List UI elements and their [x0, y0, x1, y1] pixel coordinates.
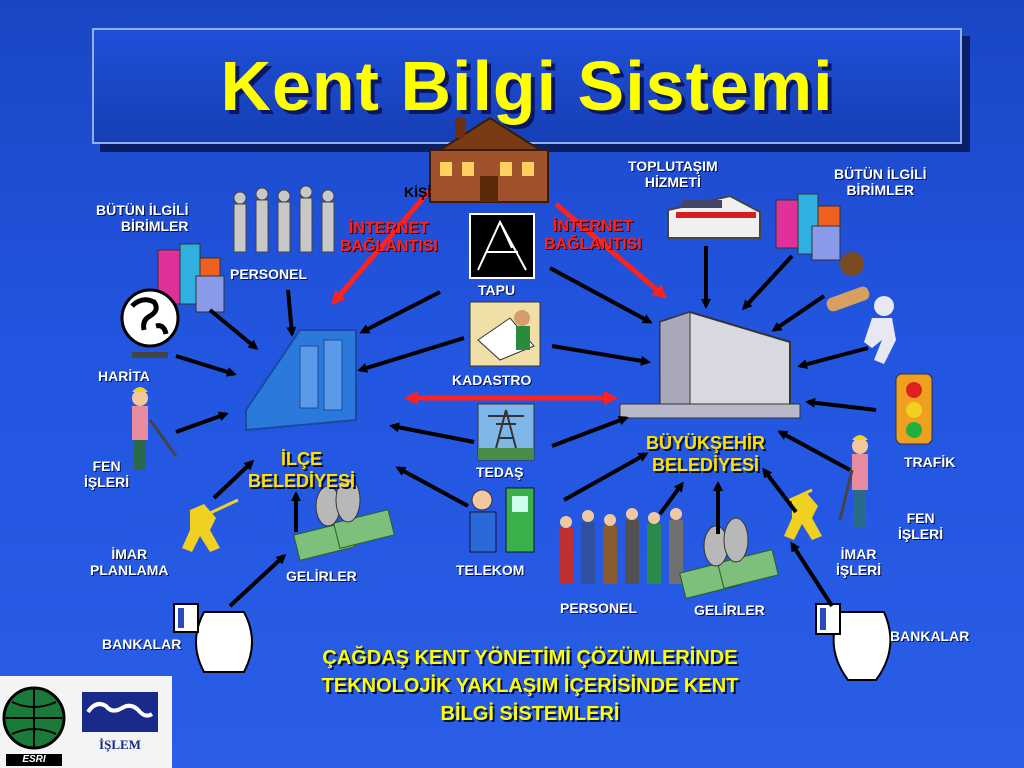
bottom-statement-line1: ÇAĞDAŞ KENT YÖNETİMİ ÇÖZÜMLERİNDE: [322, 647, 738, 669]
label-buyuksehir-belediyesi: BÜYÜKŞEHİR BELEDİYESİ: [646, 432, 765, 476]
personel-group-left-icon: [233, 185, 335, 253]
tapu-icon: [469, 213, 535, 279]
label-internet-left-line1: İNTERNET: [348, 220, 429, 237]
bottom-statement-line2: TEKNOLOJİK YAKLAŞIM İÇERİSİNDE KENT: [321, 675, 739, 697]
tedas-icon: [477, 403, 535, 461]
label-buyuksehir-line2: BELEDİYESİ: [651, 455, 760, 475]
label-butun-birimler-right: BÜTÜN İLGİLİ BİRİMLER: [834, 166, 927, 198]
label-imar-planlama: İMAR PLANLAMA: [90, 546, 169, 578]
gelirler-money-right-icon: [679, 517, 779, 599]
label-tedas: TEDAŞ: [476, 464, 524, 480]
esri-globe-icon: [2, 686, 66, 750]
label-butun-left-line1: BÜTÜN İLGİLİ: [96, 202, 189, 218]
money-bag-left-icon: [173, 603, 253, 673]
worker-right-icon: [838, 435, 868, 528]
label-toplutasim-line1: TOPLUTAŞIM: [628, 158, 718, 174]
label-imar-right-line2: İŞLERİ: [836, 562, 882, 578]
label-fen-isleri-left: FEN İŞLERİ: [84, 458, 129, 490]
label-fen-left-line1: FEN: [92, 458, 121, 474]
arrows-to-ilce: [175, 289, 475, 608]
traffic-light-icon: [895, 373, 933, 445]
label-imar-left-line1: İMAR: [111, 546, 148, 562]
label-fen-isleri-right: FEN İŞLERİ: [898, 510, 943, 542]
label-harita: HARİTA: [98, 368, 150, 384]
logo-panel: [0, 676, 172, 768]
label-fen-left-line2: İŞLERİ: [84, 474, 130, 490]
birimler-buildings-right-icon: [775, 193, 841, 261]
label-kisi: KİŞİ: [404, 184, 432, 200]
imar-surveyor-right-icon: [784, 488, 822, 540]
label-gelirler-left: GELİRLER: [286, 568, 357, 584]
gelirler-money-left-icon: [293, 477, 395, 561]
title-box: Kent Bilgi Sistemi: [92, 28, 962, 144]
label-butun-right-line2: BİRİMLER: [846, 182, 915, 198]
buyuksehir-building-icon: [619, 310, 801, 419]
bottom-statement-line3: BİLGİ SİSTEMLERİ: [440, 703, 620, 725]
label-internet-left-line2: BAĞLANTISI: [340, 238, 438, 255]
birimler-buildings-left-icon: [157, 243, 225, 313]
label-bankalar-left: BANKALAR: [102, 636, 182, 652]
label-personel-left: PERSONEL: [230, 266, 308, 282]
page-title: Kent Bilgi Sistemi: [220, 47, 834, 125]
label-buyuksehir-line1: BÜYÜKŞEHİR: [646, 433, 766, 453]
label-internet-left: İNTERNET BAĞLANTISI: [340, 220, 438, 256]
label-ilce-belediyesi: İLÇE BELEDİYESİ: [248, 448, 355, 492]
label-ilce-line1: İLÇE: [281, 449, 323, 469]
label-toplutasim-line2: HİZMETİ: [644, 174, 701, 190]
train-icon: [667, 194, 761, 239]
arrows-to-buyuksehir: [549, 246, 877, 608]
bottom-statement: ÇAĞDAŞ KENT YÖNETİMİ ÇÖZÜMLERİNDE TEKNOL…: [230, 644, 830, 728]
personel-group-right-icon: [559, 508, 683, 584]
label-butun-right-line1: BÜTÜN İLGİLİ: [834, 166, 927, 182]
label-kadastro: KADASTRO: [452, 372, 532, 388]
imar-surveyor-left-icon: [182, 498, 239, 552]
telekom-icon: [469, 487, 535, 553]
label-butun-birimler-left: BÜTÜN İLGİLİ BİRİMLER: [96, 202, 189, 234]
label-bankalar-right: BANKALAR: [890, 628, 970, 644]
kadastro-icon: [469, 301, 541, 367]
label-imar-left-line2: PLANLAMA: [90, 562, 169, 578]
label-imar-right-line1: İMAR: [840, 546, 877, 562]
label-trafik: TRAFİK: [904, 454, 956, 470]
worker-left-icon: [132, 387, 178, 470]
ilce-belediyesi-building-icon: [245, 329, 357, 432]
label-internet-right: İNTERNET BAĞLANTISI: [544, 218, 642, 254]
pipe-icon: [826, 252, 870, 312]
islem-logo-text: İŞLEM: [99, 737, 141, 752]
internet-arrows: [331, 188, 668, 405]
esri-logo-text: ESRI: [6, 754, 62, 766]
islem-map-icon: [82, 692, 158, 732]
label-toplutasim: TOPLUTAŞIM HİZMETİ: [628, 158, 718, 190]
label-butun-left-line2: BİRİMLER: [120, 218, 189, 234]
money-bag-right-icon: [815, 603, 892, 681]
label-personel-right: PERSONEL: [560, 600, 638, 616]
globe-icon: [120, 288, 180, 358]
label-fen-right-line2: İŞLERİ: [898, 526, 944, 542]
label-fen-right-line1: FEN: [906, 510, 935, 526]
label-internet-right-line1: İNTERNET: [552, 218, 633, 235]
label-gelirler-right: GELİRLER: [694, 602, 765, 618]
runner-icon: [864, 296, 896, 364]
label-telekom: TELEKOM: [456, 562, 525, 578]
label-imar-isleri: İMAR İŞLERİ: [836, 546, 881, 578]
label-internet-right-line2: BAĞLANTISI: [544, 236, 642, 253]
house-icon: [429, 116, 549, 203]
logo-graphics: [2, 686, 158, 750]
label-tapu: TAPU: [478, 282, 516, 298]
label-ilce-line2: BELEDİYESİ: [248, 471, 356, 491]
